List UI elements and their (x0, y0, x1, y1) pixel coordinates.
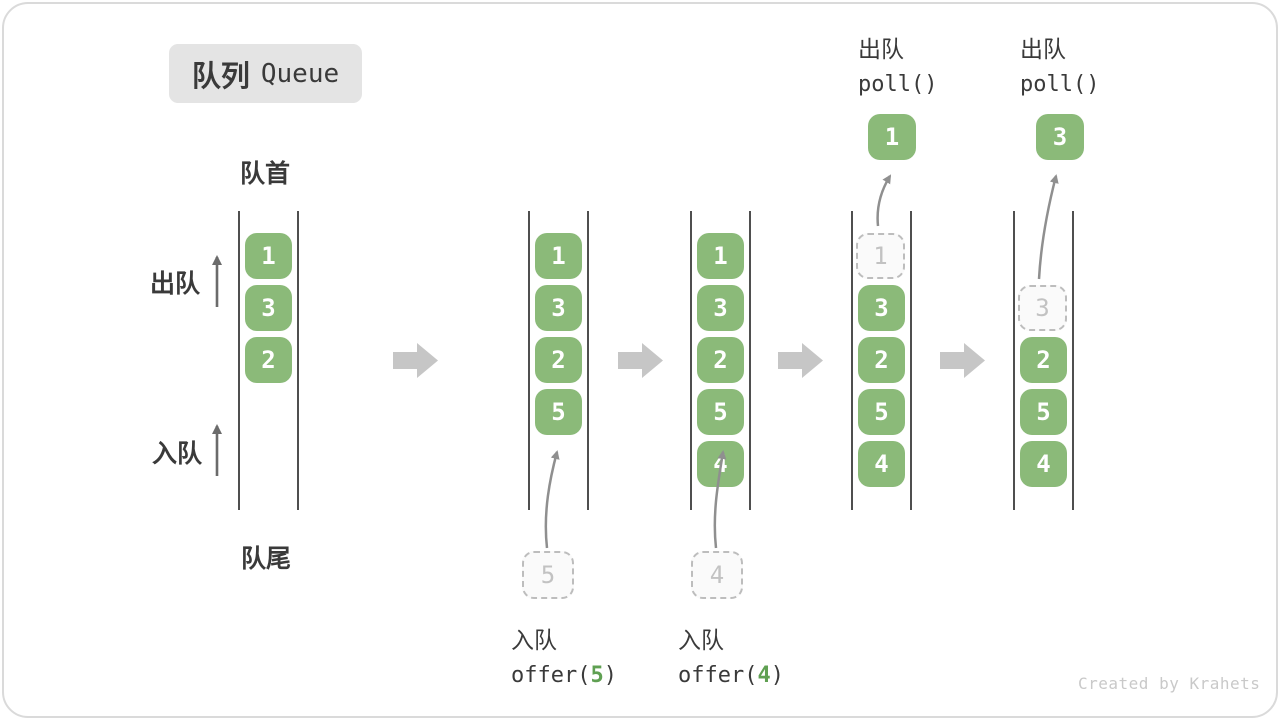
dequeue-operation-1: 出队 poll() (858, 30, 937, 97)
step-arrow-icon (940, 343, 985, 378)
dequeue-operation-2: 出队 poll() (1020, 30, 1099, 97)
offer-code-label: offer(4) (678, 663, 784, 688)
queue-cell: 5 (535, 389, 582, 435)
queue-wall-left (1013, 211, 1015, 510)
popped-element-box: 3 (1036, 114, 1084, 160)
queue-wall-right (910, 211, 912, 510)
credit-text: Created by Krahets (1078, 674, 1261, 693)
poll-code-label: poll() (858, 72, 938, 97)
popped-element-box: 1 (868, 114, 916, 160)
queue-wall-right (297, 211, 299, 510)
dequeue-side-label: 出队 (150, 270, 201, 298)
queue-cell: 5 (697, 389, 744, 435)
queue-cell: 2 (858, 337, 905, 383)
queue-cell: 2 (697, 337, 744, 383)
pending-element-box: 5 (522, 551, 574, 599)
dequeue-action-label: 出队 (858, 36, 904, 62)
queue-rear-label: 队尾 (241, 545, 292, 573)
poll-code-label: poll() (1020, 72, 1100, 97)
enqueue-action-label: 入队 (678, 627, 724, 653)
enqueue-operation-2: 入队 offer(4) (678, 621, 784, 688)
queue-cell: 1 (856, 233, 905, 279)
queue-state-5: 3 2 5 4 (1013, 211, 1074, 510)
queue-cell: 5 (858, 389, 905, 435)
offer-code-label: offer(5) (511, 663, 617, 688)
queue-wall-right (587, 211, 589, 510)
queue-cell: 1 (535, 233, 582, 279)
offer-arg: 5 (590, 663, 604, 688)
queue-state-1: 1 3 2 (238, 211, 299, 510)
queue-cell: 1 (245, 233, 292, 279)
queue-state-3: 1 3 2 5 4 (690, 211, 751, 510)
offer-arg: 4 (757, 663, 771, 688)
queue-cell: 4 (1020, 441, 1067, 487)
enqueue-operation-1: 入队 offer(5) (511, 621, 617, 688)
queue-cell: 4 (697, 441, 744, 487)
step-arrow-icon (618, 343, 663, 378)
queue-wall-left (528, 211, 530, 510)
queue-cell: 3 (245, 285, 292, 331)
queue-cell: 2 (1020, 337, 1067, 383)
queue-cell: 3 (1018, 285, 1067, 331)
queue-wall-left (851, 211, 853, 510)
queue-wall-right (749, 211, 751, 510)
queue-front-label: 队首 (240, 160, 291, 188)
enqueue-side-label: 入队 (152, 440, 203, 468)
queue-wall-left (238, 211, 240, 510)
queue-cell: 3 (535, 285, 582, 331)
queue-cell: 5 (1020, 389, 1067, 435)
pending-element-box: 4 (691, 551, 743, 599)
step-arrow-icon (778, 343, 823, 378)
step-arrow-icon (393, 343, 438, 378)
dequeue-action-label: 出队 (1020, 36, 1066, 62)
queue-wall-left (690, 211, 692, 510)
queue-wall-right (1072, 211, 1074, 510)
queue-cell: 4 (858, 441, 905, 487)
queue-cell: 1 (697, 233, 744, 279)
title-badge: 队列 Queue (169, 44, 362, 103)
queue-cell: 2 (535, 337, 582, 383)
queue-state-4: 1 3 2 5 4 (851, 211, 912, 510)
queue-cell: 2 (245, 337, 292, 383)
title-english: Queue (260, 58, 340, 89)
queue-cell: 3 (858, 285, 905, 331)
queue-state-2: 1 3 2 5 (528, 211, 589, 510)
enqueue-action-label: 入队 (511, 627, 557, 653)
queue-cell: 3 (697, 285, 744, 331)
title-chinese: 队列 (191, 60, 250, 93)
